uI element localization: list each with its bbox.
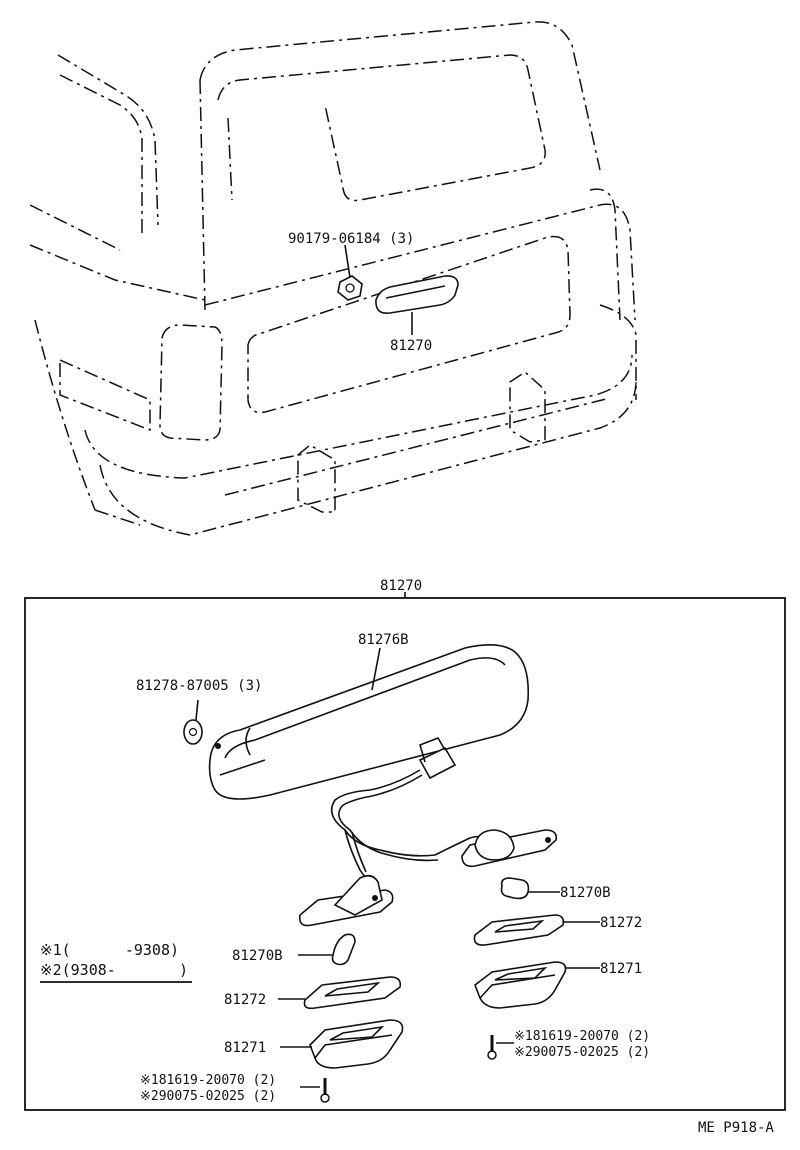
socket-left bbox=[298, 874, 394, 927]
lens-label: 81276B bbox=[358, 632, 409, 648]
screw-right-line1: ※181619-20070 (2) bbox=[514, 1029, 650, 1044]
lens-cover bbox=[208, 644, 530, 800]
box-header-label: 81270 bbox=[380, 578, 422, 594]
housing-left-label: 81271 bbox=[224, 1040, 266, 1056]
screw-right bbox=[487, 1035, 514, 1060]
clip-label: 81278-87005 (3) bbox=[136, 678, 262, 694]
legend: ※1( -9308) ※2(9308- ) bbox=[40, 941, 192, 983]
clip-part bbox=[183, 699, 221, 749]
lamp-label: 81270 bbox=[390, 338, 432, 354]
assembly-frame bbox=[24, 597, 786, 1111]
nut-label: 90179-06184 (3) bbox=[288, 231, 414, 247]
screw-left-line2: ※290075-02025 (2) bbox=[140, 1089, 276, 1104]
housing-left bbox=[280, 1019, 404, 1069]
housing-right bbox=[474, 961, 600, 1009]
bulb-left-label: 81270B bbox=[232, 948, 283, 964]
legend-line2: ※2(9308- ) bbox=[40, 961, 188, 979]
legend-line1: ※1( -9308) bbox=[40, 941, 179, 959]
screw-right-line2: ※290075-02025 (2) bbox=[514, 1045, 650, 1060]
screw-left-line1: ※181619-20070 (2) bbox=[140, 1073, 276, 1088]
bulb-left bbox=[298, 933, 356, 966]
gasket-left-label: 81272 bbox=[224, 992, 266, 1008]
housing-right-label: 81271 bbox=[600, 961, 642, 977]
socket-right bbox=[461, 829, 558, 868]
gasket-right bbox=[473, 914, 600, 946]
license-lamp-installed bbox=[375, 275, 459, 335]
gasket-left bbox=[278, 976, 402, 1010]
gasket-right-label: 81272 bbox=[600, 915, 642, 931]
screw-left bbox=[300, 1078, 330, 1103]
nut-part bbox=[337, 244, 363, 301]
vehicle-rear-outline bbox=[29, 21, 637, 536]
bulb-right-label: 81270B bbox=[560, 885, 611, 901]
diagram-code: ME P918-A bbox=[698, 1120, 774, 1136]
bulb-right bbox=[500, 877, 560, 900]
